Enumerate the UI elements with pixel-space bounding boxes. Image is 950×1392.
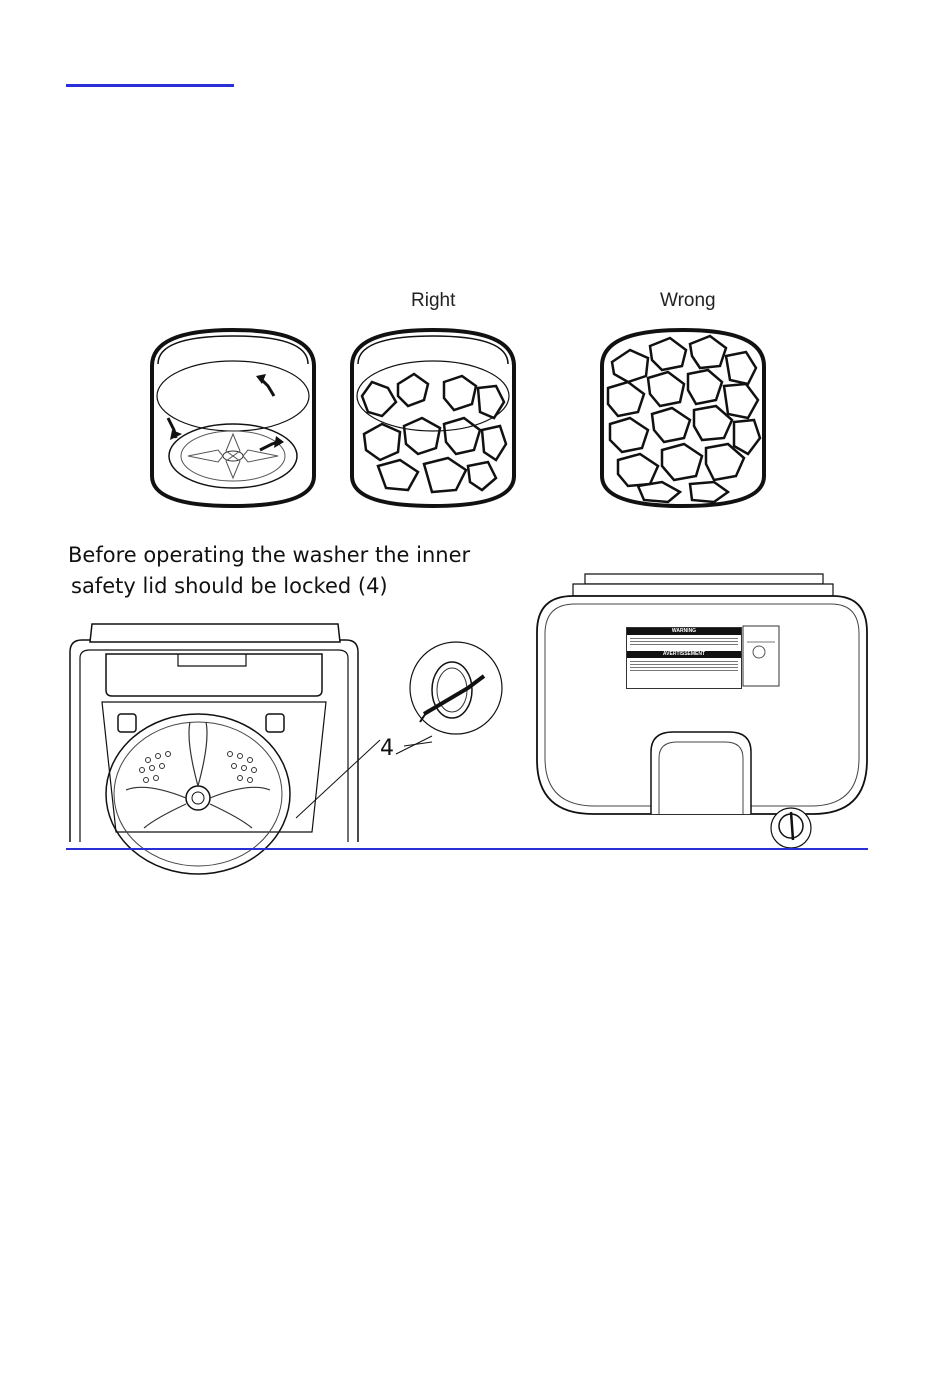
- label-right: Right: [411, 290, 455, 312]
- washer-top-view-illustration: [66, 622, 362, 844]
- safety-lid-instruction: Before operating the washer the inner sa…: [68, 540, 470, 602]
- header-accent-rule: [66, 84, 234, 87]
- empty-tub-illustration: [148, 326, 318, 511]
- warning-heading: WARNING: [627, 628, 741, 635]
- warning-heading-french: AVERTISSEMENT: [627, 651, 741, 658]
- properly-loaded-tub-illustration: [348, 326, 518, 511]
- section-divider-rule: [66, 848, 868, 850]
- instruction-line-1: Before operating the washer the inner: [68, 540, 470, 571]
- instruction-line-2: safety lid should be locked (4): [68, 571, 470, 602]
- lid-lock-detail-illustration: [402, 630, 512, 750]
- warning-text-lines-french: [627, 658, 741, 674]
- washer-lid-underside-illustration: [533, 572, 873, 852]
- label-wrong: Wrong: [660, 290, 716, 312]
- overloaded-tub-illustration: [598, 326, 768, 511]
- warning-text-lines: [627, 635, 741, 648]
- callout-number-4: 4: [380, 736, 394, 761]
- warning-label-sticker: WARNING AVERTISSEMENT: [626, 627, 742, 689]
